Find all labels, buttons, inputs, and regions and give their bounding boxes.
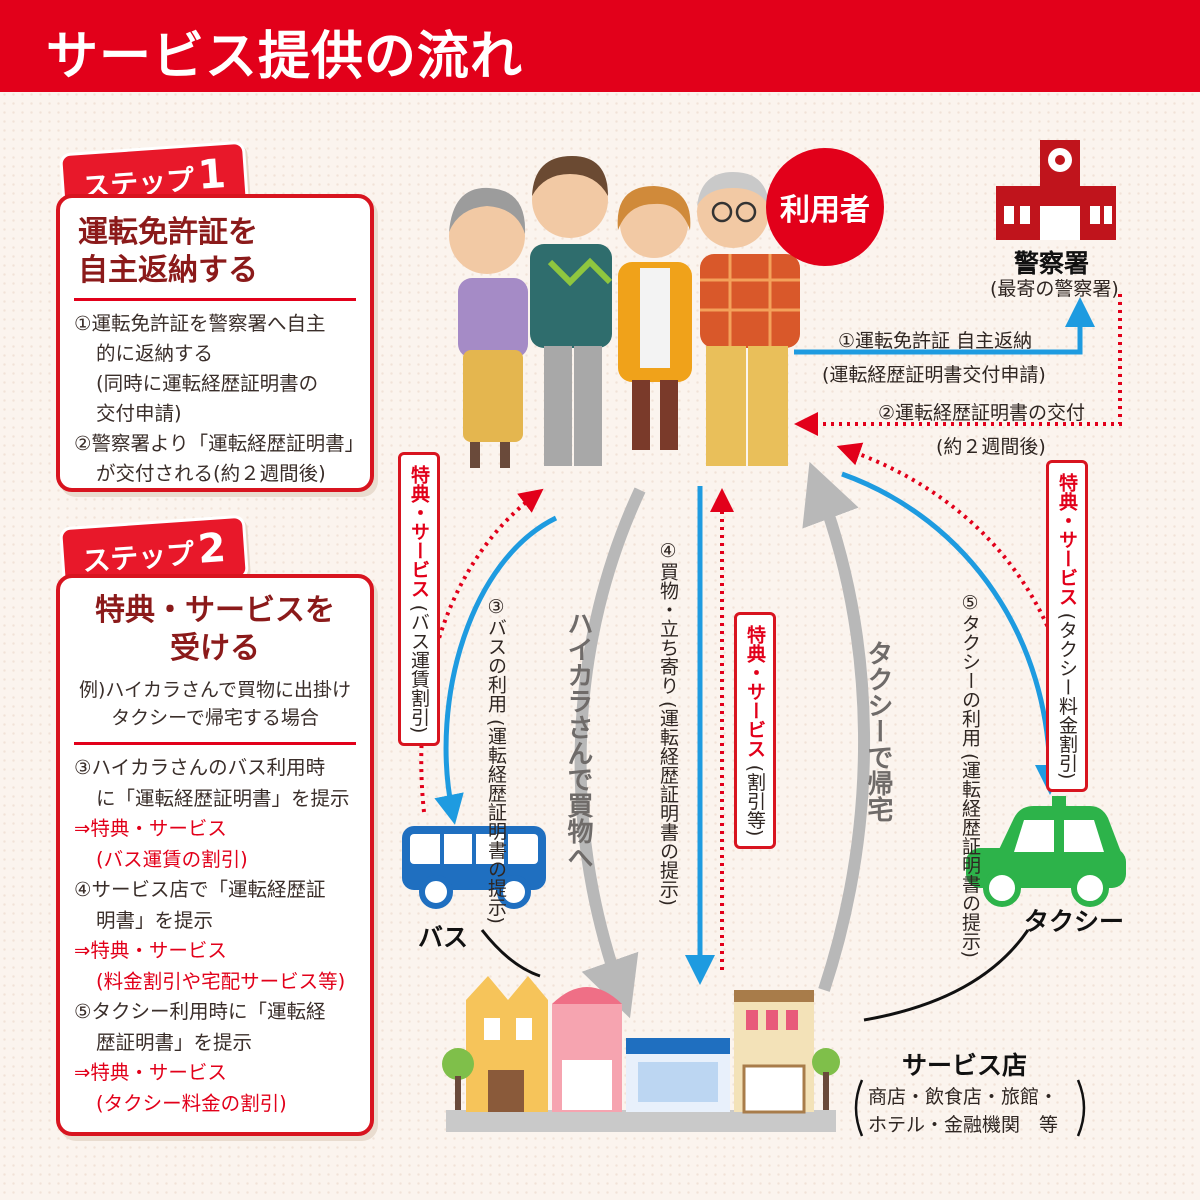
step1-divider	[74, 298, 356, 301]
bus-perk-arrow	[419, 488, 544, 813]
shop-types-line1: 商店・飲食店・旅館・	[868, 1086, 1059, 1108]
step1-line: ②警察署より「運転経歴証明書」	[74, 432, 365, 455]
arrow1-sub-label: (運転経歴証明書交付申請)	[822, 364, 1046, 386]
step2-title-line2: 受ける	[170, 631, 260, 666]
step2-item: ④サービス店で「運転経歴証	[74, 878, 326, 901]
page-title: サービス提供の流れ	[46, 27, 524, 87]
shop-types-left-paren	[854, 1079, 864, 1137]
step2-example-line2: タクシーで帰宅する場合	[111, 707, 319, 729]
go-shopping-arrow	[574, 487, 646, 1019]
step1-line: 交付申請)	[96, 402, 182, 425]
police-label: 警察署	[1014, 249, 1090, 278]
taxi-connector-line	[863, 929, 1030, 1022]
taxi-use-arrow	[841, 471, 1065, 795]
return-license-arrow	[794, 297, 1095, 355]
step2-perk: ⇒特典・サービス	[74, 1061, 227, 1084]
step2-perk-note: (タクシー料金の割引)	[96, 1091, 287, 1115]
service-shops-illustration	[442, 976, 840, 1132]
bus-perk-note: (バス運賃割引)	[408, 604, 430, 734]
go-shopping-label: ハイカラさんで買物へ	[563, 610, 593, 870]
step1-title-line1: 運転免許証を	[78, 215, 258, 250]
bus-perk-box: 特典・サービス (バス運賃割引)	[398, 452, 440, 747]
step2-item: に「運転経歴証明書」を提示	[96, 786, 350, 810]
shop-perk-note: (割引等)	[744, 764, 766, 837]
shop-perk-box: 特典・サービス (割引等)	[734, 612, 776, 850]
bus-use-text: ③バスの利用	[485, 596, 507, 713]
step2-perk-note: (バス運賃の割引)	[96, 847, 248, 871]
shop-perk-red: 特典・サービス	[744, 625, 766, 758]
bus-label: バス	[418, 923, 469, 952]
step2-perk: ⇒特典・サービス	[74, 939, 227, 962]
step1-line: ①運転免許証を警察署へ自主	[74, 312, 326, 335]
taxi-use-label: ⑤タクシーの利用 (運転経歴証明書の提示)	[958, 592, 982, 958]
shop-stop-note: (運転経歴証明書の提示)	[657, 701, 679, 906]
step2-item: 歴証明書」を提示	[96, 1030, 253, 1054]
service-shop-label: サービス店	[902, 1051, 1028, 1080]
bus-icon	[402, 826, 546, 909]
bus-use-note: (運転経歴証明書の提示)	[485, 719, 507, 924]
police-sub-label: (最寄の警察署)	[990, 278, 1119, 300]
bus-connector-line	[480, 929, 541, 978]
step2-item: ⑤タクシー利用時に「運転経	[74, 1000, 326, 1023]
shop-stop-text: ④買物・立ち寄り	[657, 540, 679, 695]
step1-title-line2: 自主返納する	[78, 253, 258, 288]
taxi-home-label: タクシーで帰宅	[863, 640, 893, 822]
taxi-perk-note: (タクシー料金割引)	[1056, 612, 1078, 780]
shop-stop-label: ④買物・立ち寄り (運転経歴証明書の提示)	[656, 540, 680, 906]
bus-use-label: ③バスの利用 (運転経歴証明書の提示)	[484, 596, 508, 924]
taxi-label: タクシー	[1024, 907, 1125, 936]
arrow2-sub-label: (約２週間後)	[936, 436, 1046, 458]
step2-item: ③ハイカラさんのバス利用時	[74, 756, 326, 779]
step2-panel: 特典・サービスを 受ける 例)ハイカラさんで買物に出掛け タクシーで帰宅する場合…	[56, 574, 374, 1136]
step2-example-line1: 例)ハイカラさんで買物に出掛け	[78, 679, 352, 701]
shop-types-right-paren	[1076, 1079, 1086, 1137]
taxi-perk-red: 特典・サービス	[1056, 473, 1078, 606]
step1-line: (同時に運転経歴証明書の	[96, 372, 319, 395]
taxi-icon	[966, 796, 1126, 907]
bus-perk-red: 特典・サービス	[408, 465, 430, 598]
step1-panel: 運転免許証を 自主返納する ①運転免許証を警察署へ自主 的に返納する (同時に運…	[56, 194, 374, 492]
arrow1-label: ①運転免許証 自主返納	[838, 330, 1033, 352]
taxi-perk-box: 特典・サービス (タクシー料金割引)	[1046, 460, 1088, 793]
police-station-icon	[996, 140, 1116, 240]
taxi-home-arrow	[802, 461, 871, 992]
shop-types-line2: ホテル・金融機関 等	[868, 1114, 1059, 1136]
arrow2-label: ②運転経歴証明書の交付	[878, 402, 1086, 424]
step2-item: 明書」を提示	[96, 908, 214, 932]
user-badge: 利用者	[766, 148, 884, 266]
step2-perk: ⇒特典・サービス	[74, 817, 227, 840]
users-illustration	[449, 156, 800, 468]
step2-divider	[74, 742, 356, 745]
step1-line: 的に返納する	[96, 342, 214, 365]
taxi-use-text: ⑤タクシーの利用	[959, 592, 981, 747]
step2-title-line1: 特典・サービスを	[95, 593, 335, 628]
header-bar: サービス提供の流れ	[0, 0, 1200, 92]
taxi-use-note: (運転経歴証明書の提示)	[959, 753, 981, 958]
step2-perk-note: (料金割引や宅配サービス等)	[96, 969, 346, 993]
step1-line: が交付される(約２週間後)	[96, 462, 326, 485]
bus-use-arrow	[434, 515, 558, 825]
issue-certificate-arrow	[794, 294, 1122, 436]
